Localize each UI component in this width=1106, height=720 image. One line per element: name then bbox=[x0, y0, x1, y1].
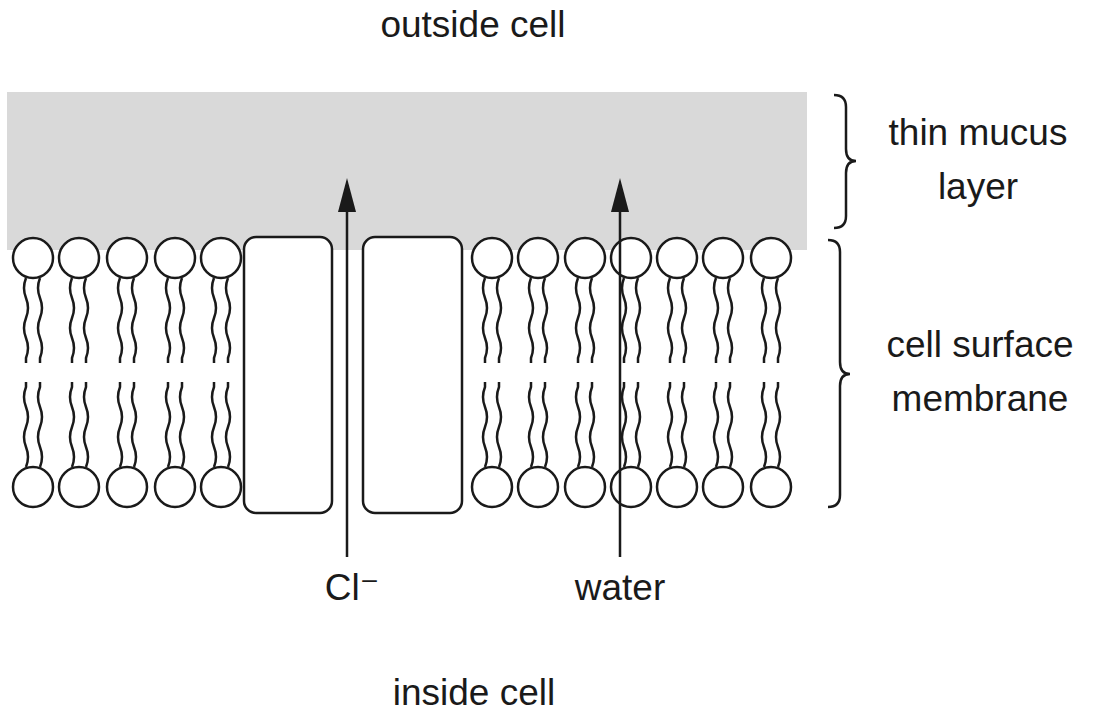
ion-label: Cl⁻ bbox=[292, 561, 412, 615]
chloride-arrow bbox=[338, 178, 356, 557]
mucus-bracket bbox=[834, 95, 856, 228]
channel-protein-left bbox=[244, 237, 332, 513]
membrane-bracket bbox=[828, 240, 850, 507]
region-label: inside cell bbox=[274, 666, 674, 720]
layer-label: thin mucus layer bbox=[858, 106, 1098, 214]
molecule-label: water bbox=[540, 561, 700, 615]
channel-protein-right bbox=[363, 237, 462, 513]
layer-label: cell surface membrane bbox=[855, 318, 1105, 426]
region-label: outside cell bbox=[273, 0, 673, 52]
mucus-band bbox=[7, 92, 807, 250]
water-arrow bbox=[611, 178, 629, 557]
